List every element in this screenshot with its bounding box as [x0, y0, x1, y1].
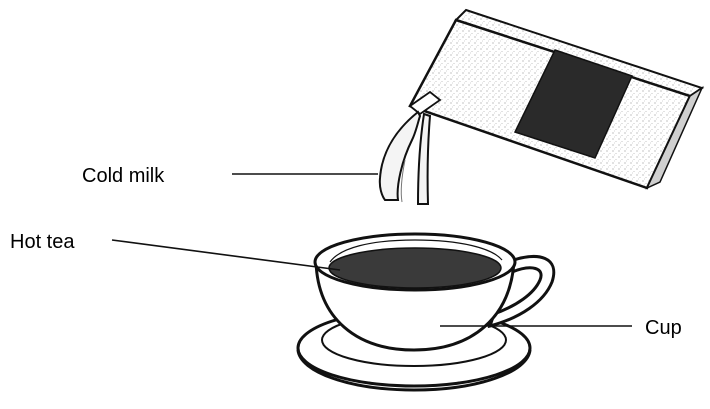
tea-surface: [329, 248, 501, 288]
cold-milk-label: Cold milk: [82, 165, 165, 187]
milk-stream: [380, 112, 430, 204]
hot-tea-label: Hot tea: [10, 231, 75, 253]
milk-carton: [410, 10, 702, 188]
hot-tea-leader: [112, 240, 340, 270]
cup-label: Cup: [645, 317, 682, 339]
